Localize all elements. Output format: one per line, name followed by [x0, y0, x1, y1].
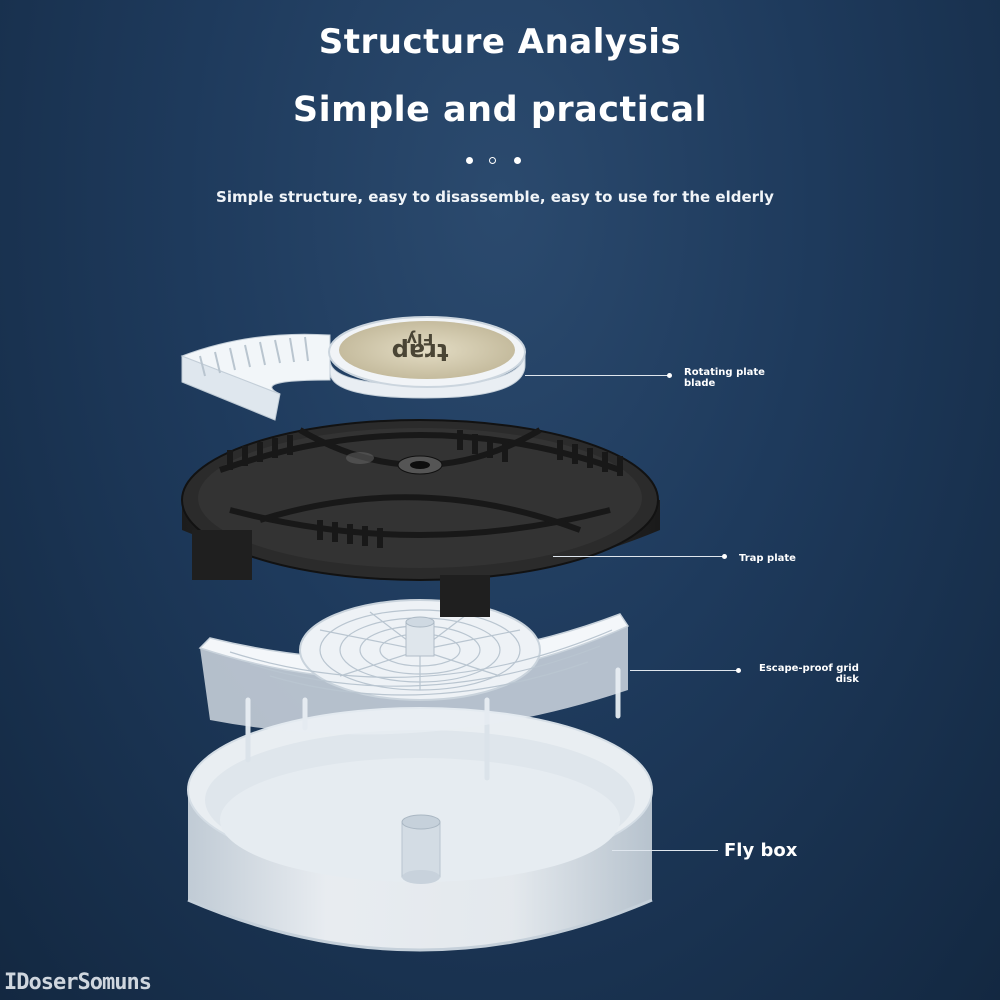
description: Simple structure, easy to disassemble, e…: [216, 188, 774, 206]
label-rotating-plate-line2: blade: [684, 378, 716, 389]
label-grid-disk-line2: disk: [835, 674, 859, 685]
pagination-dot-active[interactable]: [489, 157, 496, 164]
callout-dot-rotating-plate: [667, 373, 672, 378]
callout-line-trap-plate: [553, 556, 725, 557]
label-trap-plate: Trap plate: [739, 553, 796, 564]
rotating-plate-blade: Fly trap: [180, 316, 526, 421]
pagination-dot[interactable]: [466, 157, 473, 164]
label-fly-box: Fly box: [724, 840, 798, 861]
pagination-dots: [466, 157, 526, 167]
callout-line-fly-box: [612, 850, 718, 851]
label-grid-disk-line1: Escape-proof grid: [759, 663, 859, 674]
callout-dot-trap-plate: [722, 554, 727, 559]
callout-line-rotating-plate: [525, 375, 671, 376]
headline: Structure Analysis: [318, 22, 682, 62]
label-rotating-plate-line1: Rotating plate: [684, 367, 765, 378]
pagination-dot[interactable]: [514, 157, 521, 164]
lid-text-trap: trap: [392, 338, 449, 366]
lid-text-fly: Fly: [406, 330, 433, 349]
label-rotating-plate: Rotating plate blade: [684, 367, 765, 389]
label-grid-disk: Escape-proof grid disk: [759, 663, 859, 685]
trap-plate: [181, 419, 660, 617]
escape-proof-grid-disk: [198, 599, 630, 735]
fly-box: [187, 707, 653, 952]
watermark: IDoserSomuns: [4, 970, 152, 995]
sub-headline: Simple and practical: [292, 90, 708, 130]
callout-dot-grid-disk: [736, 668, 741, 673]
callout-line-grid-disk: [630, 670, 738, 671]
